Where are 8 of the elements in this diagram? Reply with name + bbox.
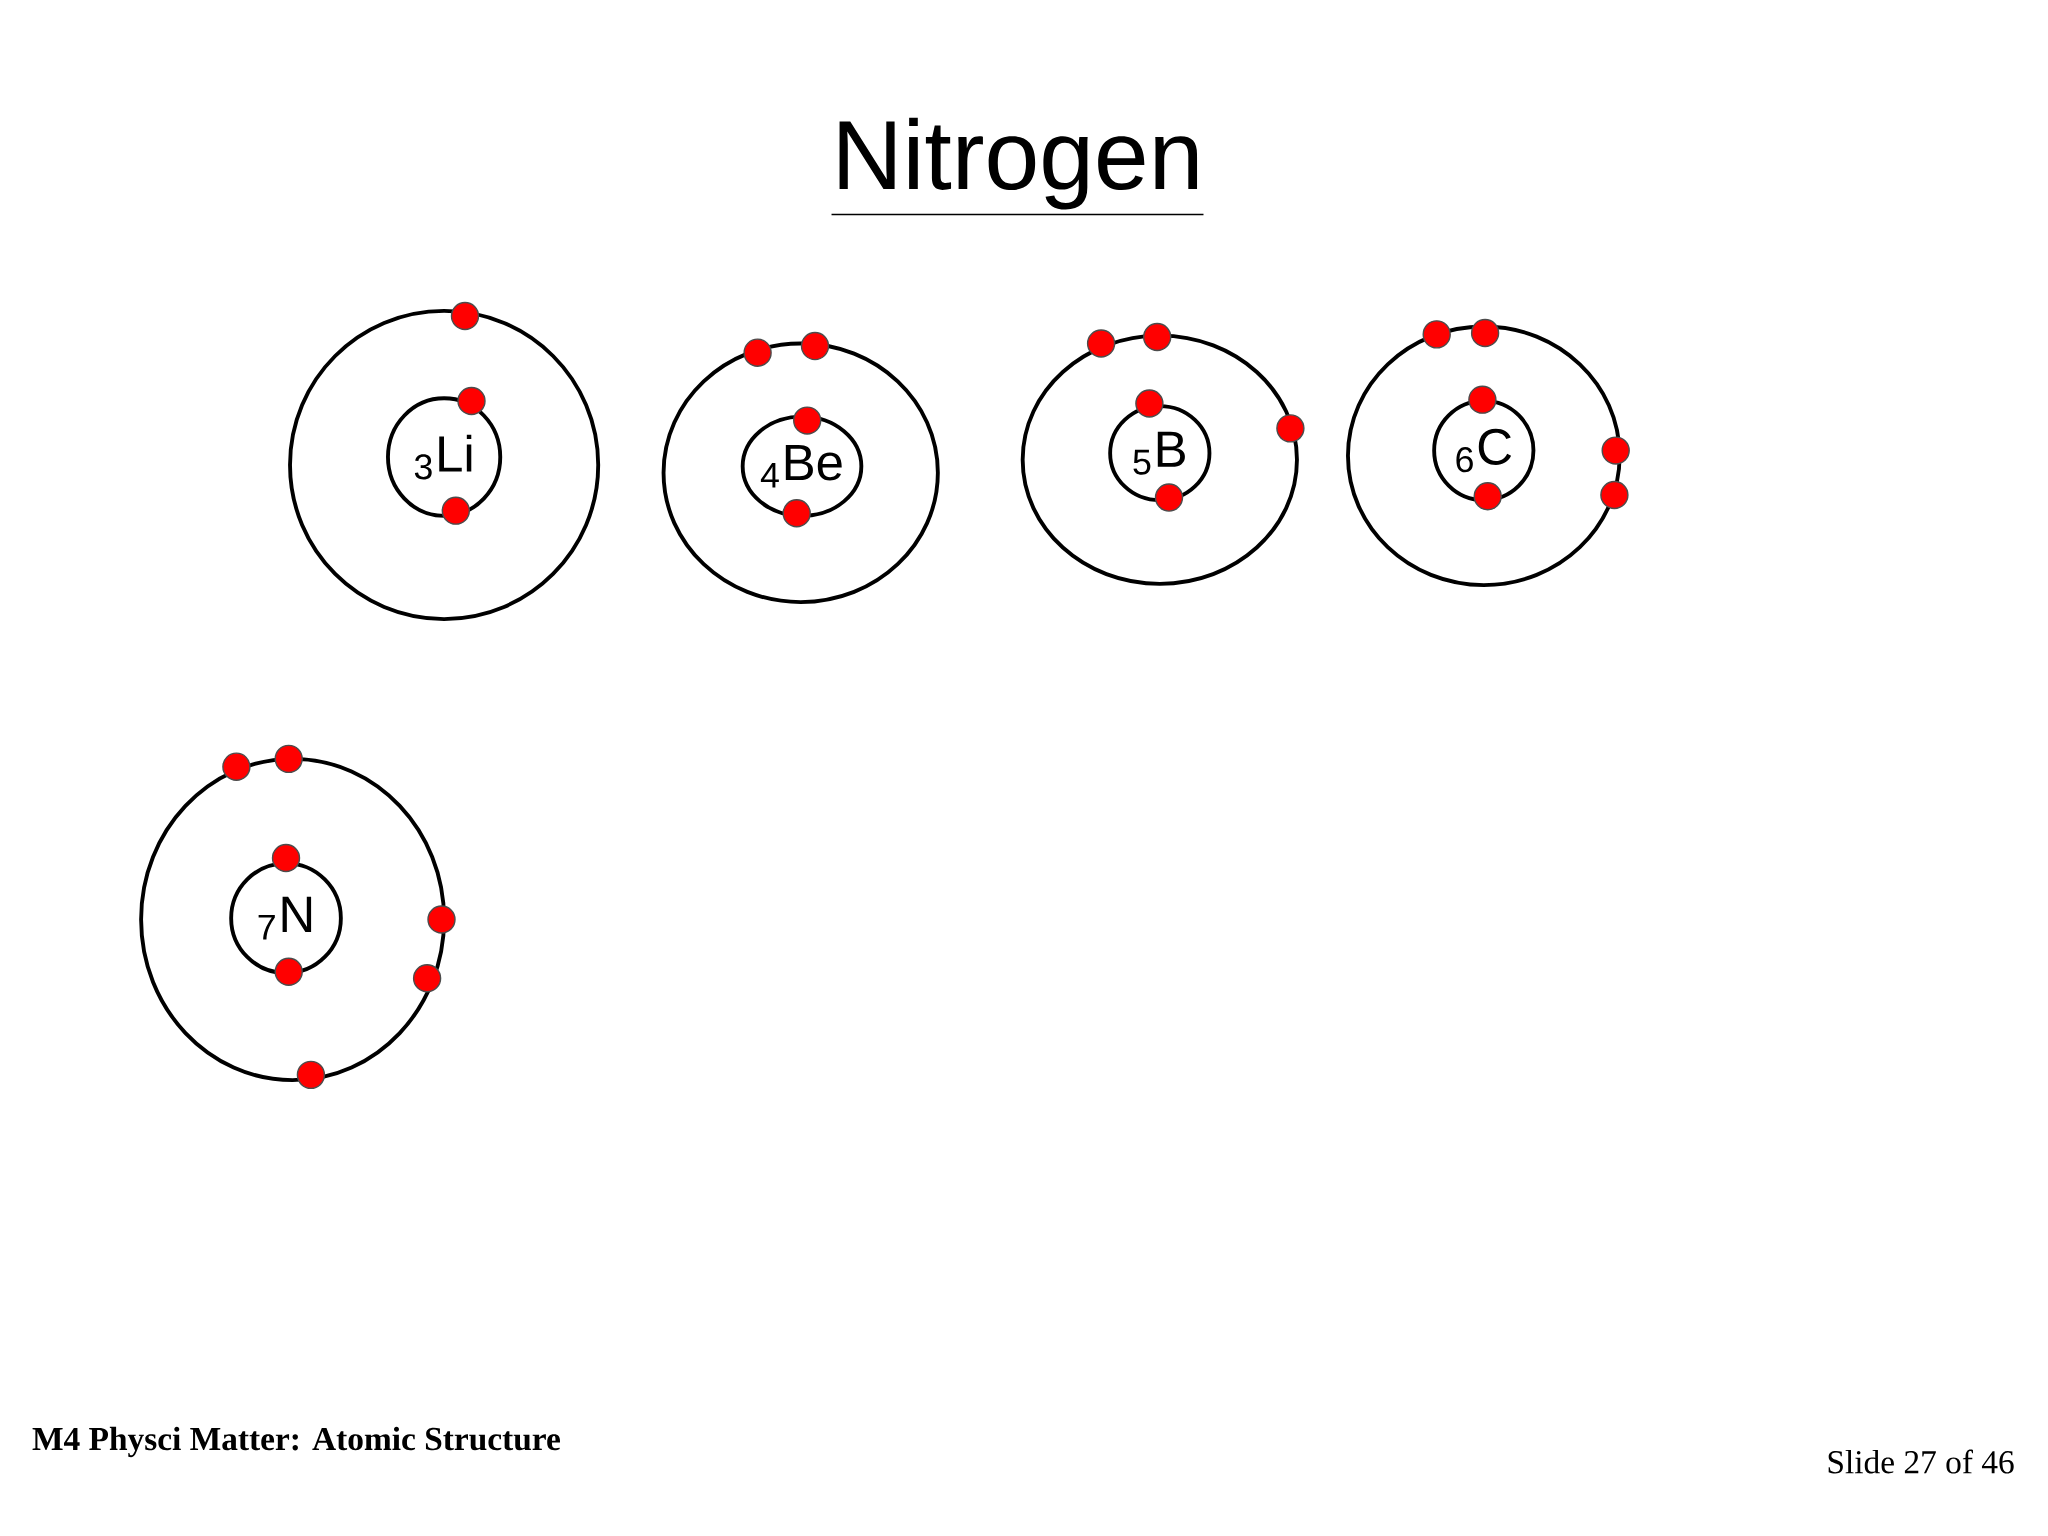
nucleus-shell: $_{7}$N <box>229 861 343 975</box>
electron-orbit <box>1020 333 1299 586</box>
electron-orbit <box>288 308 601 622</box>
slide-number: Slide 27 of 46 <box>1828 1449 2014 1474</box>
title: Nitrogen <box>830 117 1205 216</box>
footer-text: M4 Physci Matter: Atomic Structure <box>32 1426 560 1458</box>
electron-orbit <box>661 341 940 604</box>
electron-orbit <box>1346 324 1622 588</box>
